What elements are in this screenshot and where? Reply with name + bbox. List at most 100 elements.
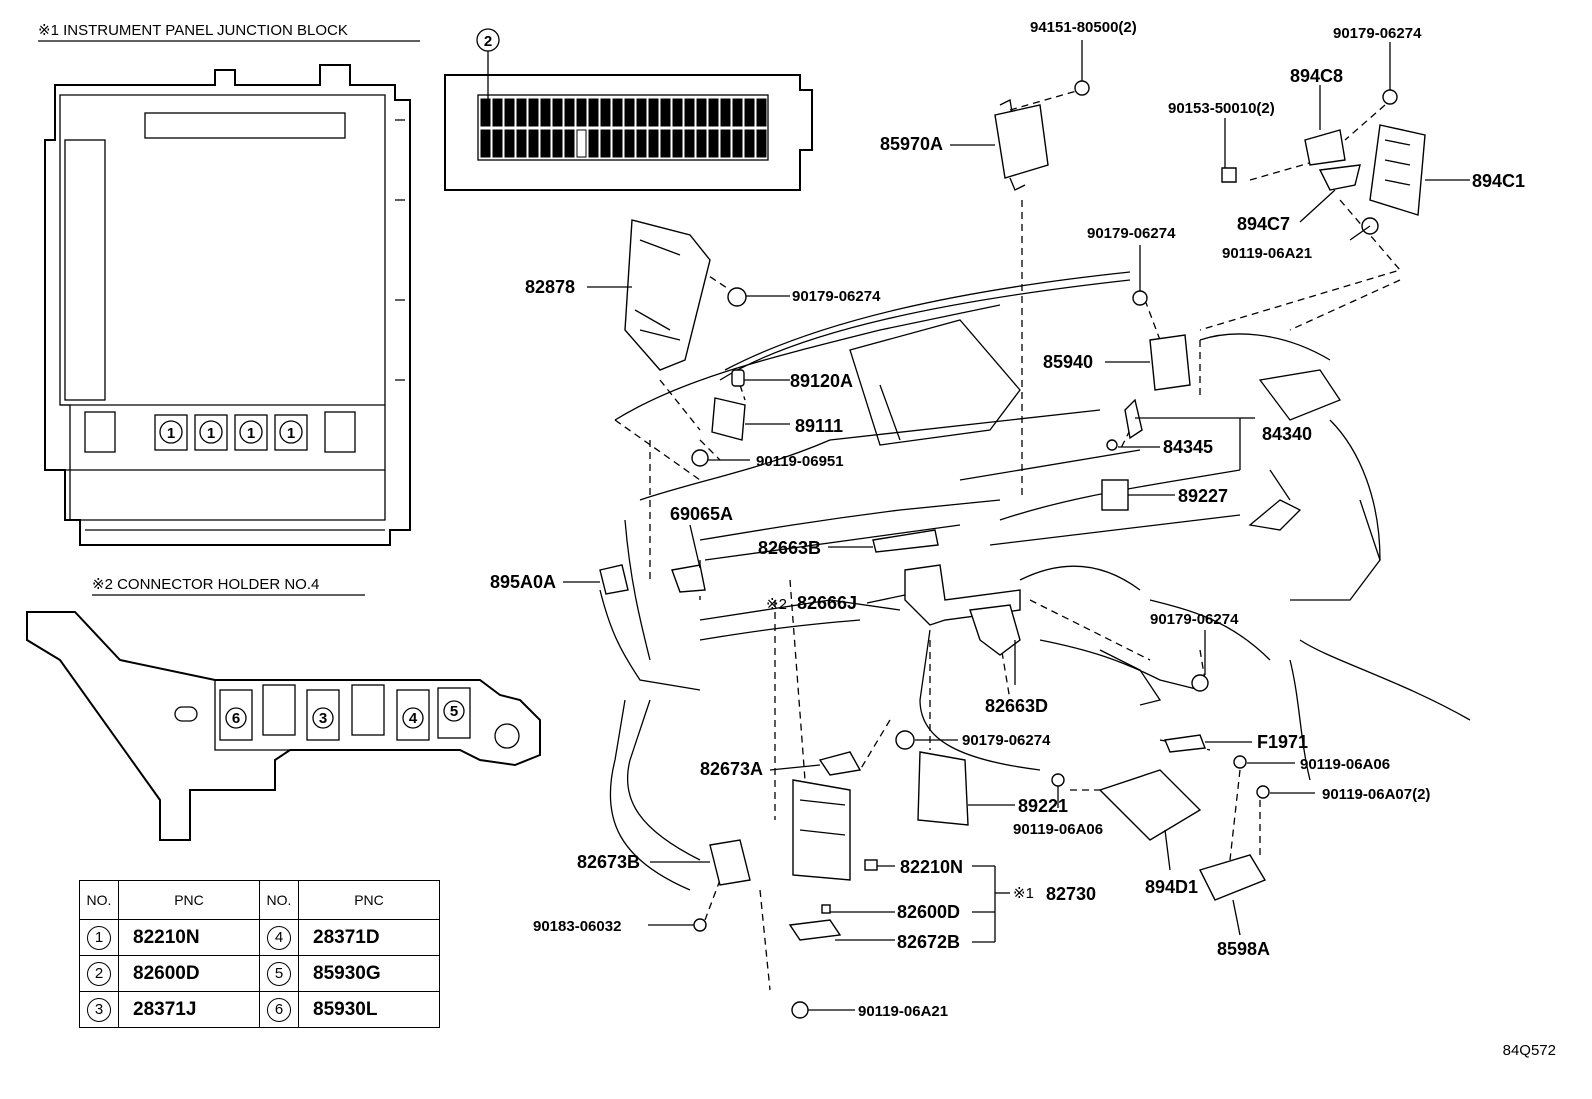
- label-82673b: 82673B: [577, 852, 640, 872]
- strip-cell: [648, 98, 659, 127]
- component-89221: [917, 751, 969, 826]
- bolt-90119-a21-bottom: [791, 1001, 809, 1019]
- pnc-cell: 85930G: [298, 955, 440, 992]
- component-85970a: [994, 104, 1049, 179]
- label-89221: 89221: [1018, 796, 1068, 816]
- strip-cell: [696, 98, 707, 127]
- label-895a0a: 895A0A: [490, 572, 556, 592]
- pnc-cell: 82600D: [118, 955, 260, 992]
- table-row: 3 28371J 6 85930L: [79, 991, 440, 1028]
- pnc-cell: 28371D: [298, 919, 440, 956]
- header-pnc: PNC: [118, 880, 260, 920]
- label-90179-06274: 90179-06274: [962, 732, 1051, 749]
- label-82878: 82878: [525, 277, 575, 297]
- strip-cell: [684, 98, 695, 127]
- strip-cell: [636, 98, 647, 127]
- label-82210n: 82210N: [900, 857, 963, 877]
- bolt-90179: [1382, 89, 1398, 105]
- label-90179-06274: 90179-06274: [1087, 225, 1176, 242]
- junction-slot-markers: 1 1 1 1: [159, 420, 303, 444]
- component-82878: [624, 219, 711, 371]
- row-number: 3: [87, 997, 111, 1022]
- strip-cell: [732, 129, 743, 158]
- strip-cell: [588, 98, 599, 127]
- strip-cell: [552, 98, 563, 127]
- header-no: NO.: [259, 880, 299, 920]
- label-90179-06274: 90179-06274: [792, 288, 881, 305]
- bolt-90119-06a06-r: [1233, 755, 1247, 769]
- clip-90179: [727, 287, 747, 307]
- junction-block-drawing: 1 1 1 1: [44, 64, 411, 546]
- label-894c7: 894C7: [1237, 214, 1290, 234]
- label-894c1: 894C1: [1472, 171, 1525, 191]
- clip-90183: [693, 918, 707, 932]
- component-82663b: [872, 529, 939, 553]
- label-89120a: 89120A: [790, 371, 853, 391]
- label-84345: 84345: [1163, 437, 1213, 457]
- strip-cell: [492, 98, 503, 127]
- label-f1971: F1971: [1257, 732, 1308, 752]
- bolt-90119-06951: [691, 449, 709, 467]
- label-90183-06032: 90183-06032: [533, 918, 621, 935]
- label-82666j: 82666J: [797, 593, 857, 613]
- instrument-panel-outline: [599, 271, 1471, 891]
- row-number: 6: [267, 997, 291, 1022]
- strip-cell: [492, 129, 503, 158]
- label-894d1: 894D1: [1145, 877, 1198, 897]
- strip-cell: [756, 98, 767, 127]
- label-89227: 89227: [1178, 486, 1228, 506]
- strip-cell: [564, 129, 575, 158]
- holder-marker: 4: [409, 710, 418, 727]
- component-82663d: [969, 604, 1021, 656]
- strip-cell: [540, 98, 551, 127]
- strip-cell: [684, 129, 695, 158]
- label-82600d: 82600D: [897, 902, 960, 922]
- part-labels: 94151-80500(2) 90179-06274 894C8 90153-5…: [490, 19, 1525, 1020]
- strip-cell: [672, 98, 683, 127]
- slot-marker: 1: [167, 425, 175, 442]
- strip-cell: [540, 129, 551, 158]
- strip-cell: [564, 98, 575, 127]
- slot-marker: 1: [247, 425, 255, 442]
- strip-cell: [624, 129, 635, 158]
- nut-90179-e: [895, 730, 915, 750]
- strip-cell: [756, 129, 767, 158]
- table-header-row: NO. PNC NO. PNC: [79, 880, 440, 920]
- label-90179-06274: 90179-06274: [1333, 25, 1422, 42]
- component-8598a: [1199, 854, 1267, 901]
- connector-holder-drawing: 6 3 4 5: [26, 611, 541, 841]
- label-94151-80500: 94151-80500(2): [1030, 19, 1137, 36]
- holder-marker: 3: [319, 710, 327, 727]
- component-89227: [1101, 479, 1129, 511]
- label-69065a: 69065A: [670, 504, 733, 524]
- strip-cells: [480, 98, 767, 158]
- holder-marker: 5: [450, 703, 458, 720]
- strip-cell: [612, 129, 623, 158]
- header-pnc: PNC: [298, 880, 440, 920]
- strip-cell: [612, 98, 623, 127]
- component-89111: [711, 397, 746, 441]
- row-number: 4: [267, 925, 291, 950]
- component-f1971: [1164, 734, 1206, 753]
- label-90119-06951: 90119-06951: [756, 453, 844, 470]
- strip-cell: [696, 129, 707, 158]
- label-90179-06274: 90179-06274: [1150, 611, 1239, 628]
- holder-marker: 6: [232, 710, 240, 727]
- component-85940: [1149, 334, 1191, 391]
- strip-cell: [636, 129, 647, 158]
- label-90119-06a21: 90119-06A21: [1222, 245, 1312, 262]
- strip-cell: [516, 98, 527, 127]
- nut-94151: [1074, 80, 1090, 96]
- bolt-90153: [1221, 167, 1237, 183]
- strip-cell: [732, 98, 743, 127]
- strip-cell: [480, 129, 491, 158]
- nut-90179-d: [1191, 674, 1209, 692]
- label-90119-06a21: 90119-06A21: [858, 1003, 948, 1020]
- strip-cell: [708, 98, 719, 127]
- label-82730-prefix: ※1: [1013, 885, 1034, 902]
- junction-block-title: ※1 INSTRUMENT PANEL JUNCTION BLOCK: [38, 22, 348, 39]
- strip-cell: [708, 129, 719, 158]
- row-number: 2: [87, 961, 111, 986]
- component-82672b: [788, 919, 842, 941]
